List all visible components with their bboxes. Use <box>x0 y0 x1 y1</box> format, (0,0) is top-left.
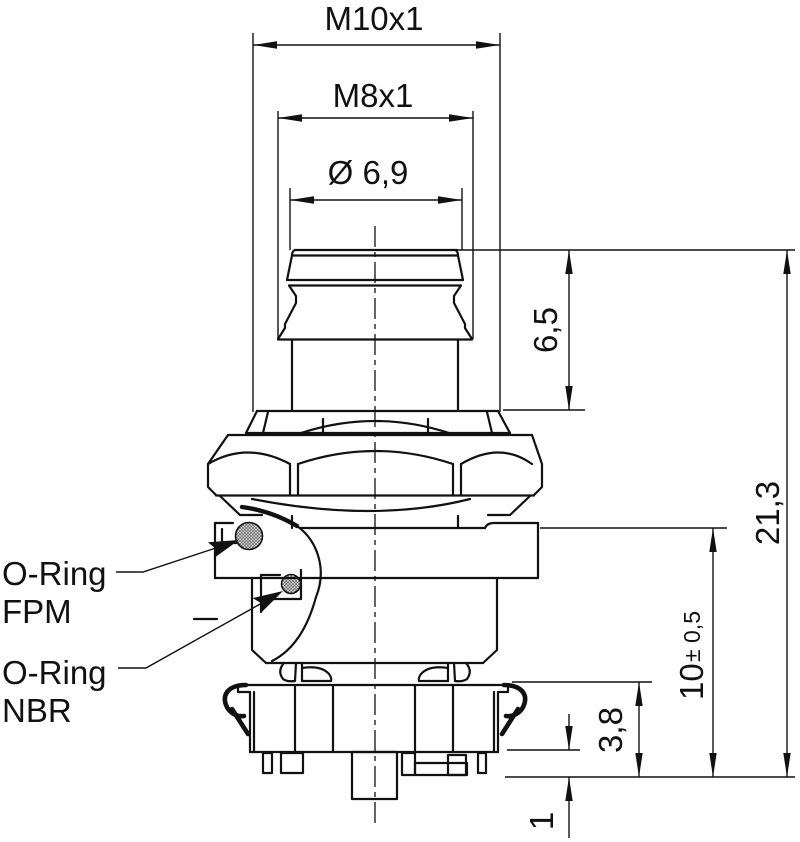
callout-oring-fpm-line1: O-Ring <box>2 555 107 592</box>
oring-cutaway-section <box>220 504 322 663</box>
drawing-line <box>452 661 471 683</box>
callout-oring-fpm-line2: FPM <box>2 593 72 630</box>
dim-label-m8x1: M8x1 <box>333 77 414 114</box>
pin <box>261 751 274 775</box>
mounting-ring-outline <box>236 683 510 754</box>
drawing-line <box>244 409 259 435</box>
drawing-line <box>300 666 333 683</box>
pin <box>279 751 305 775</box>
snap-hooks <box>279 661 471 683</box>
hex-nut-outline <box>206 433 544 497</box>
dim-label-3-8: 3,8 <box>592 707 629 753</box>
drawing-line <box>485 410 494 435</box>
drawing-line <box>452 284 474 341</box>
spring-clips <box>222 682 528 737</box>
upper-washer-outline <box>244 409 512 435</box>
dimension-overall-height: 21,3 <box>749 250 791 777</box>
dim-label-6-5: 6,5 <box>527 307 564 353</box>
solder-pins <box>261 750 488 801</box>
drawing-line <box>499 706 521 737</box>
dim-label-10: 10 <box>673 663 710 700</box>
dim-label-10-tolerance: ± 0,5 <box>679 611 705 662</box>
pin <box>476 751 488 775</box>
drawing-line <box>276 284 298 341</box>
drawing-line <box>496 409 512 435</box>
oring-nbr-section <box>280 573 302 595</box>
drawing-line <box>459 451 534 466</box>
dimension-mount-height: 10 ± 0,5 <box>540 527 727 777</box>
dim-label-21-3: 21,3 <box>749 481 786 545</box>
drawing-line <box>236 683 252 754</box>
drawing-line <box>206 433 230 497</box>
drawing-line <box>229 706 251 737</box>
drawing-line <box>417 666 450 683</box>
lower-washer-outline <box>218 494 532 530</box>
callout-oring-fpm: O-Ring FPM <box>2 540 239 630</box>
dim-label-1: 1 <box>523 812 560 830</box>
drawing-line <box>218 494 264 517</box>
break-line <box>270 524 322 663</box>
drawing-line <box>288 462 300 497</box>
pin <box>400 751 417 777</box>
pin <box>446 753 468 777</box>
dimension-m10x1: M10x1 <box>252 0 501 412</box>
break-line-thick <box>239 504 300 529</box>
callout-oring-nbr-line2: NBR <box>2 692 72 729</box>
drawing-line <box>453 248 465 282</box>
drawing-line <box>261 410 270 435</box>
drawing-line <box>451 462 463 497</box>
dim-label-diameter: Ø 6,9 <box>328 154 409 191</box>
dimension-pin-protrusion: 1 <box>505 714 795 838</box>
dimension-tip-height: 6,5 <box>503 250 585 411</box>
callout-oring-nbr: O-Ring NBR <box>2 591 283 729</box>
leader-arrow <box>252 591 283 613</box>
drawing-line <box>299 419 451 435</box>
drawing-line <box>486 494 532 517</box>
drawing-line <box>250 576 268 665</box>
drawing-line <box>206 451 292 466</box>
leader-arrow <box>207 540 239 559</box>
drawing-line <box>296 449 455 466</box>
drawing-line <box>250 497 472 513</box>
dimension-flange-height: 3,8 <box>512 681 652 777</box>
drawing-line <box>496 683 510 754</box>
dim-label-m10x1: M10x1 <box>324 0 423 37</box>
dimension-m8x1: M8x1 <box>277 77 474 339</box>
drawing-line <box>530 433 544 497</box>
leader-line <box>116 541 235 573</box>
drawing-line <box>285 248 297 282</box>
callout-oring-nbr-line1: O-Ring <box>2 654 107 691</box>
drawing-line <box>483 521 540 530</box>
drawing-line <box>279 661 298 683</box>
dimension-tip-diameter: Ø 6,9 <box>289 154 463 250</box>
leader-line <box>118 593 279 669</box>
flange-outline <box>192 521 540 621</box>
center-pin <box>350 750 399 801</box>
oring-fpm-section <box>234 521 264 551</box>
plug-tip-outline <box>276 248 795 413</box>
drawing-line <box>481 576 499 665</box>
pin-bracket <box>413 761 469 777</box>
